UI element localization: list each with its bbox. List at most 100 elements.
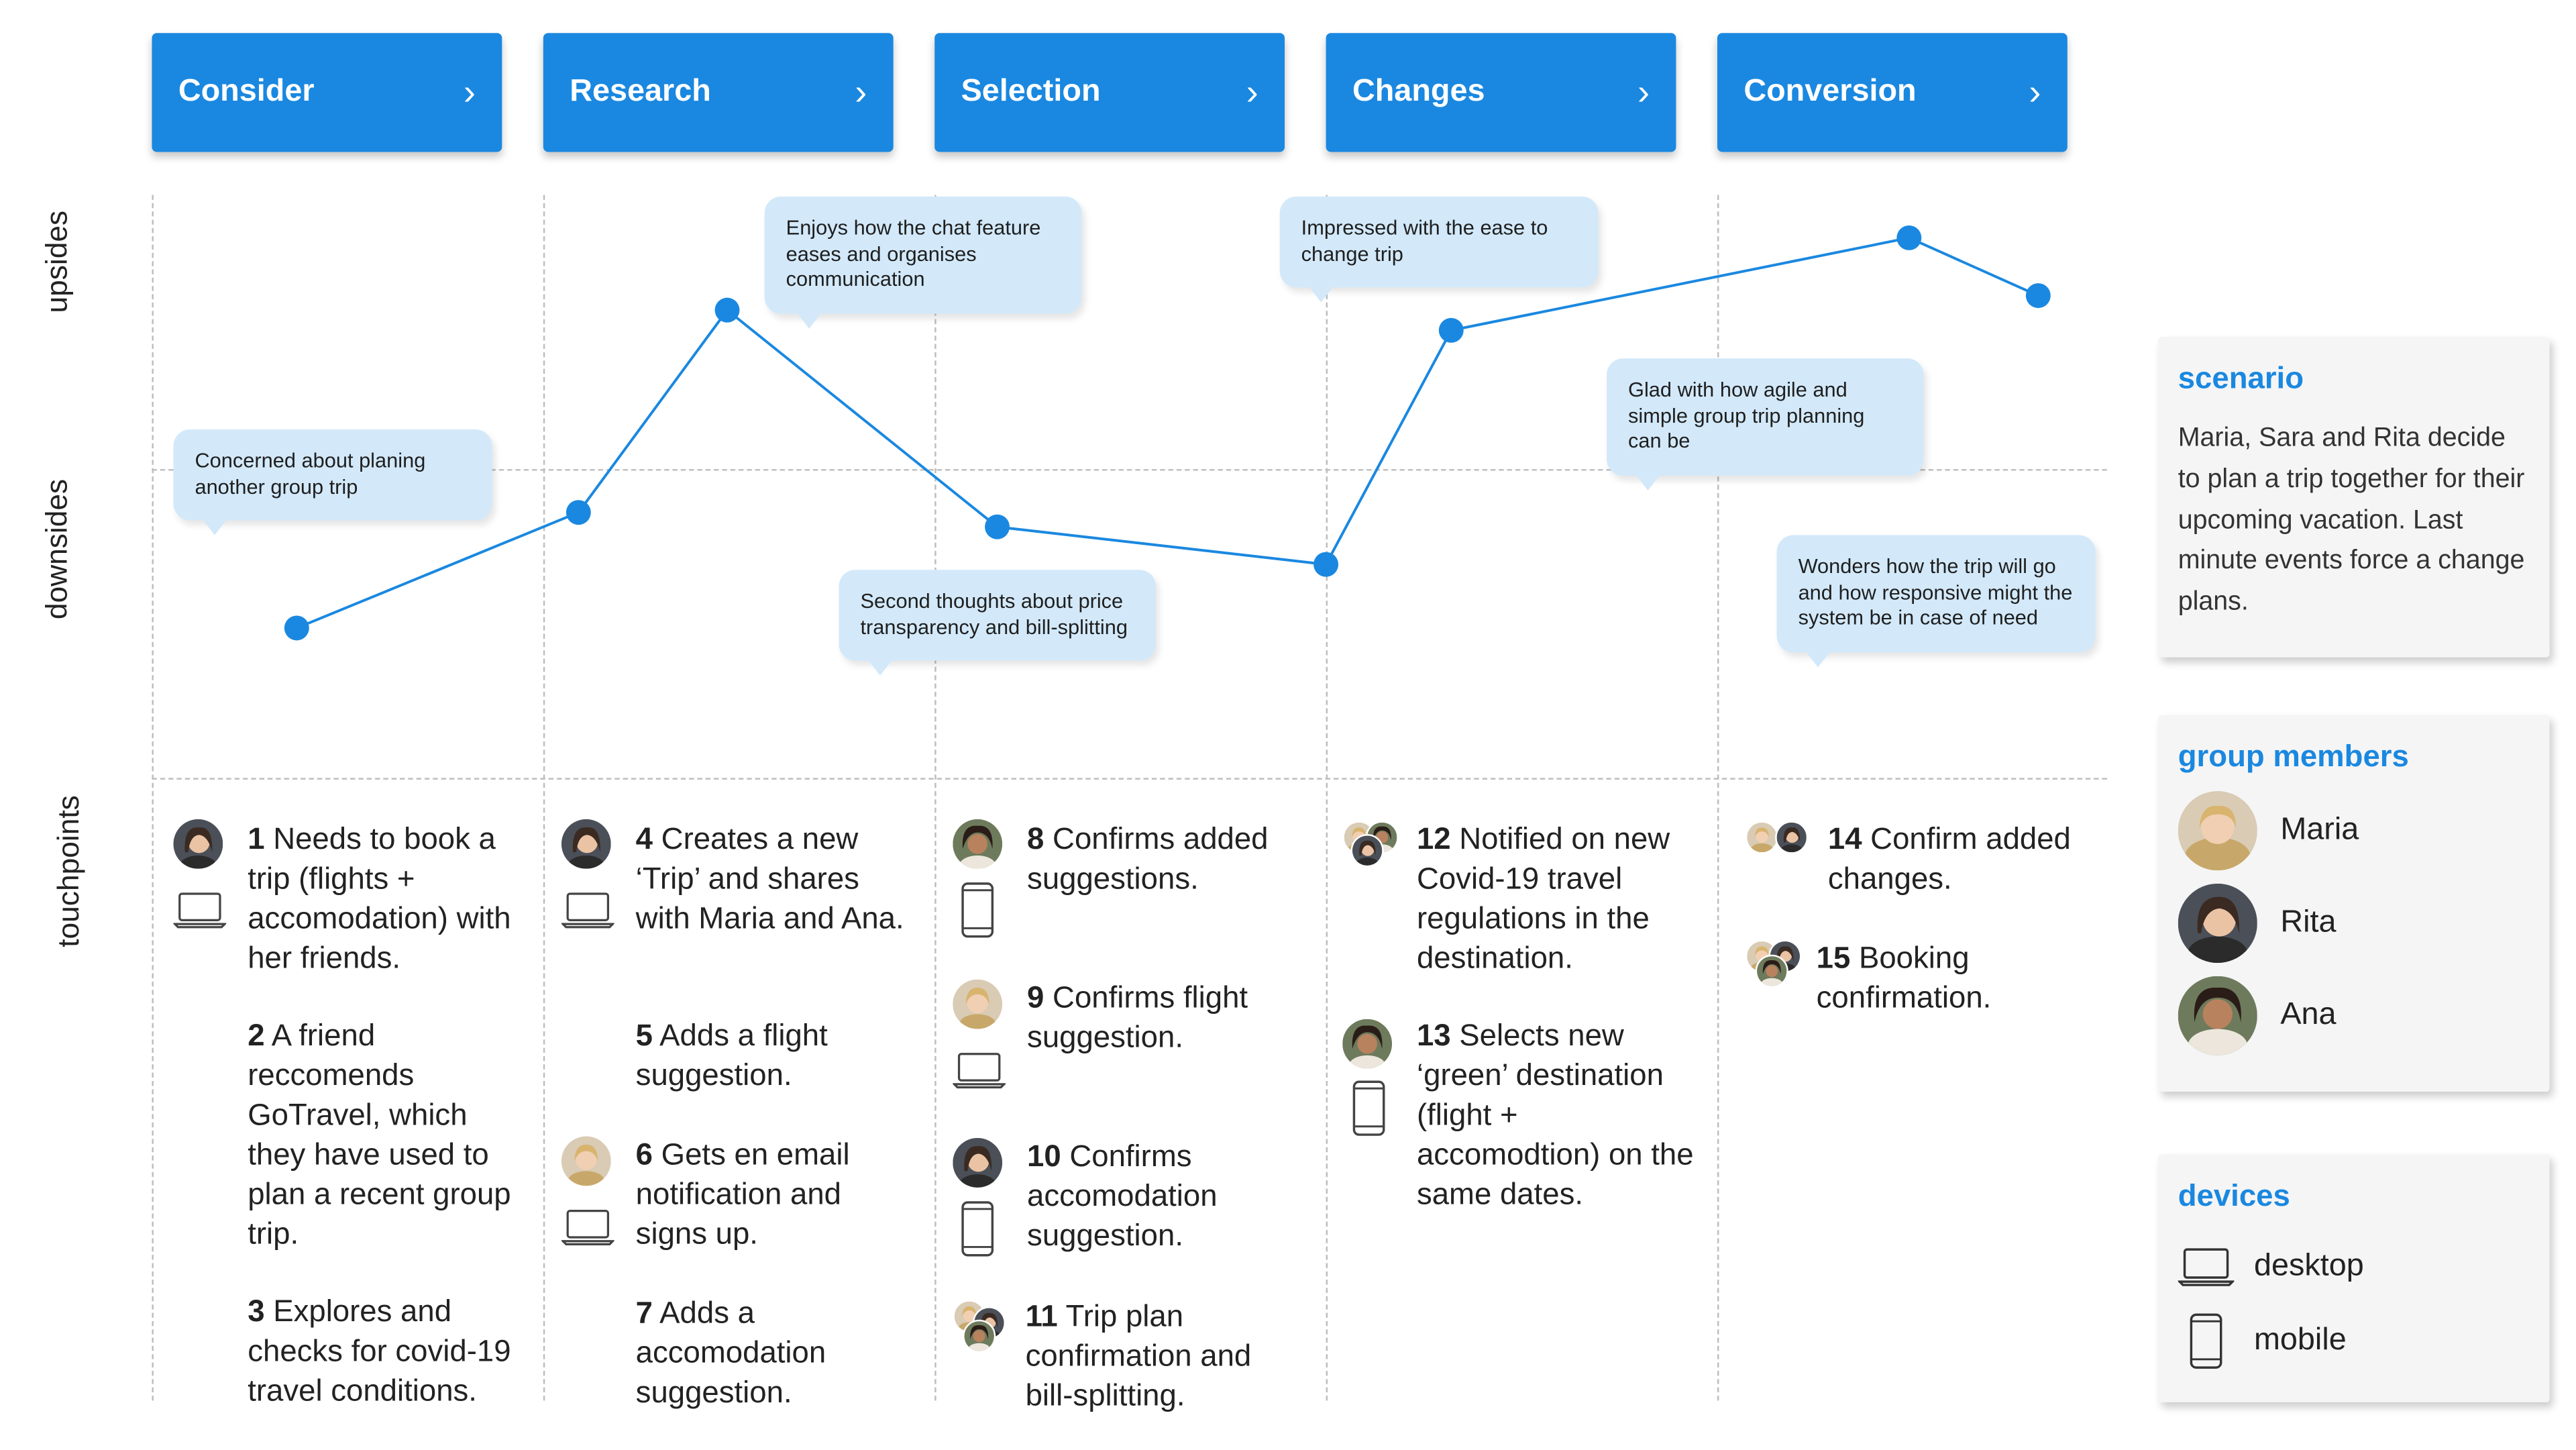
laptop-icon xyxy=(560,890,616,938)
laptop-icon xyxy=(560,1207,616,1255)
touchpoint-text: Trip plan confirmation and bill-splittin… xyxy=(1025,1298,1252,1412)
phone-icon xyxy=(1351,1080,1387,1145)
laptop-icon xyxy=(951,1051,1007,1098)
touchpoint-2: 2 A friend reccomends GoTravel, which th… xyxy=(248,1016,528,1254)
avatar xyxy=(1755,954,1788,988)
member-name: Ana xyxy=(2280,997,2337,1033)
bubble-text: Impressed with the ease to change trip xyxy=(1301,216,1548,266)
stage-conversion-button[interactable]: Conversion › xyxy=(1717,33,2068,152)
stage-selection-button[interactable]: Selection › xyxy=(934,33,1285,152)
chevron-right-icon: › xyxy=(1246,70,1258,113)
journey-point-4[interactable] xyxy=(985,514,1010,539)
journey-point-6[interactable] xyxy=(1438,317,1464,343)
chevron-right-icon: › xyxy=(2029,70,2041,113)
scenario-card: scenario Maria, Sara and Rita decide to … xyxy=(2158,337,2550,658)
avatar xyxy=(1745,821,1779,854)
touchpoint-12: 12 Notified on new Covid-19 travel regul… xyxy=(1417,819,1706,978)
touchpoint-5: 5 Adds a flight suggestion. xyxy=(636,1016,908,1095)
member-name: Rita xyxy=(2280,904,2337,940)
touchpoint-9: 9 Confirms flight suggestion. xyxy=(1027,978,1307,1057)
avatar xyxy=(173,819,223,869)
devices-title: devices xyxy=(2178,1178,2290,1212)
stage-label: Research xyxy=(570,74,711,109)
stage-changes-button[interactable]: Changes › xyxy=(1326,33,1676,152)
stage-label: Selection xyxy=(961,74,1101,109)
device-name: mobile xyxy=(2253,1323,2347,1358)
touchpoint-14: 14 Confirm added changes. xyxy=(1828,819,2108,898)
stage-label: Conversion xyxy=(1743,74,1917,109)
touchpoint-number: 7 xyxy=(635,1294,653,1330)
bubble-text: Concerned about planing another group tr… xyxy=(195,449,426,499)
avatar xyxy=(1775,821,1809,854)
touchpoint-10: 10 Confirms accomodation suggestion. xyxy=(1027,1137,1307,1256)
scenario-title: scenario xyxy=(2178,360,2304,395)
touchpoint-text: A friend reccomends GoTravel, which they… xyxy=(248,1017,511,1251)
avatar xyxy=(2178,791,2257,871)
touchpoint-number: 12 xyxy=(1416,821,1451,856)
group-members-card: group members Maria Rita Ana xyxy=(2158,715,2550,1092)
touchpoint-3: 3 Explores and checks for covid-19 trave… xyxy=(248,1292,528,1411)
phone-icon xyxy=(2190,1313,2222,1369)
touchpoint-text: Booking confirmation. xyxy=(1816,939,1992,1015)
chevron-right-icon: › xyxy=(1638,70,1650,113)
touchpoint-text: Explores and checks for covid-19 travel … xyxy=(248,1293,511,1408)
sentiment-divider xyxy=(152,469,2107,471)
bubble-tail xyxy=(797,313,821,329)
touchpoint-number: 14 xyxy=(1827,821,1862,856)
avatar xyxy=(953,819,1003,869)
touchpoint-text: Gets en email notification and signs up. xyxy=(635,1136,850,1251)
touchpoint-text: Selects new ‘green’ destination (flight … xyxy=(1416,1017,1694,1211)
touchpoint-text: Confirms accomodation suggestion. xyxy=(1027,1137,1218,1253)
touchpoint-text: Adds a flight suggestion. xyxy=(635,1017,828,1092)
stage-consider-button[interactable]: Consider › xyxy=(152,33,502,152)
bubble-impressed: Impressed with the ease to change trip xyxy=(1279,196,1599,303)
stage-research-button[interactable]: Research › xyxy=(543,33,894,152)
avatar xyxy=(1342,1019,1393,1069)
bubble-second-thoughts: Second thoughts about price transparency… xyxy=(839,570,1157,676)
avatar xyxy=(963,1319,996,1353)
bubble-tail xyxy=(1309,287,1333,303)
touchpoint-text: Confirms added suggestions. xyxy=(1027,821,1269,896)
touchpoint-13: 13 Selects new ‘green’ destination (flig… xyxy=(1417,1016,1706,1214)
scenario-text: Maria, Sara and Rita decide to plan a tr… xyxy=(2178,424,2525,617)
avatar xyxy=(1350,834,1384,868)
journey-line xyxy=(296,236,2039,629)
phone-icon xyxy=(959,1201,996,1265)
touchpoint-number: 4 xyxy=(635,821,653,856)
journey-point-7[interactable] xyxy=(1896,225,1922,250)
touchpoint-number: 2 xyxy=(248,1017,265,1052)
member-ana: Ana xyxy=(2178,976,2337,1055)
laptop-icon xyxy=(2178,1248,2235,1286)
bubble-text: Second thoughts about price transparency… xyxy=(860,589,1128,639)
journey-point-8[interactable] xyxy=(2025,283,2051,309)
laptop-icon xyxy=(172,890,227,938)
bubble-wonders: Wonders how the trip will go and how res… xyxy=(1776,535,2096,668)
chevron-right-icon: › xyxy=(855,70,867,113)
touchpoint-7: 7 Adds a accomodation suggestion. xyxy=(636,1293,908,1412)
touchpoint-number: 3 xyxy=(248,1293,265,1329)
bubble-text: Wonders how the trip will go and how res… xyxy=(1798,555,2073,630)
touchpoint-text: Confirm added changes. xyxy=(1827,821,2071,896)
device-mobile: mobile xyxy=(2178,1313,2347,1369)
touchpoint-15: 15 Booking confirmation. xyxy=(1817,938,2097,1017)
touchpoint-number: 13 xyxy=(1416,1017,1451,1052)
touchpoint-4: 4 Creates a new ‘Trip’ and shares with M… xyxy=(636,819,908,939)
bubble-tail xyxy=(1636,475,1660,490)
journey-point-5[interactable] xyxy=(1313,552,1339,577)
touchpoint-number: 11 xyxy=(1025,1298,1058,1333)
journey-point-1[interactable] xyxy=(284,615,309,641)
avatar xyxy=(2178,883,2257,964)
journey-point-2[interactable] xyxy=(566,500,591,525)
devices-card: devices desktop mobile xyxy=(2158,1154,2550,1402)
bubble-tail xyxy=(868,661,892,676)
bubble-text: Glad with how agile and simple group tri… xyxy=(1628,378,1865,454)
bubble-tail xyxy=(203,520,227,536)
touchpoint-number: 1 xyxy=(248,821,265,856)
avatar xyxy=(561,819,611,869)
journey-point-3[interactable] xyxy=(714,297,740,323)
bubble-enjoys-chat: Enjoys how the chat feature eases and or… xyxy=(764,196,1082,329)
bubble-glad: Glad with how agile and simple group tri… xyxy=(1607,358,1924,490)
touchpoint-text: Needs to book a trip (flights + accomoda… xyxy=(248,821,511,975)
